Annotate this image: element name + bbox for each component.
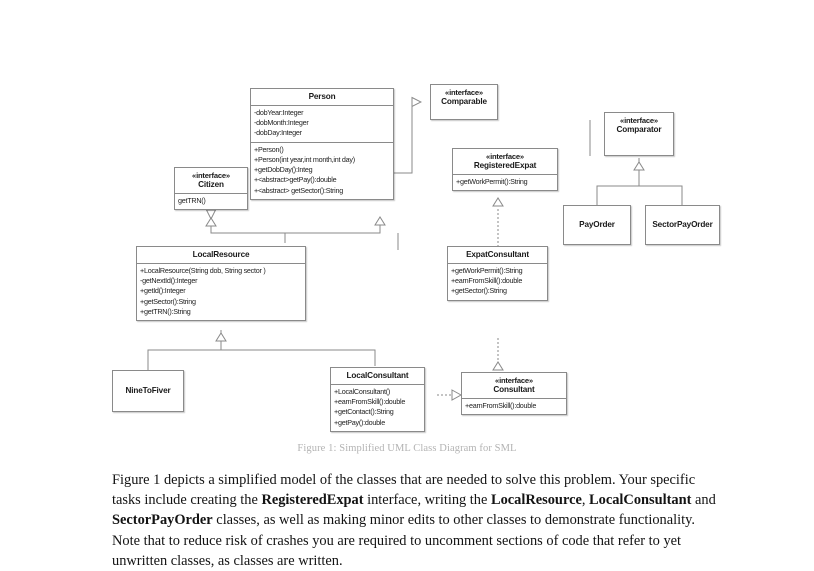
stereotype-label: «interface» xyxy=(445,88,483,97)
class-member: +getTRN():String xyxy=(140,306,191,316)
class-member: +getWorkPermit():String xyxy=(451,266,523,275)
class-title-citizen: «interface» Citizen xyxy=(175,168,247,193)
stereotype-label: «interface» xyxy=(192,171,230,180)
class-member: +earnFromSkill():double xyxy=(465,401,537,411)
class-title-registeredexpat: «interface» RegisteredExpat xyxy=(453,149,557,174)
class-member: +getId():Integer xyxy=(140,286,186,296)
uml-interface-consultant[interactable]: «interface» Consultant +earnFromSkill():… xyxy=(461,372,567,416)
class-title-localconsultant: LocalConsultant xyxy=(346,371,409,380)
class-title-ninetofiver: NineToFiver xyxy=(125,386,171,395)
class-title-consultant: «interface» Consultant xyxy=(462,373,566,398)
uml-class-expatconsultant[interactable]: ExpatConsultant +getWorkPermit():String … xyxy=(447,246,548,301)
uml-class-person[interactable]: Person -dobYear:Integer -dobMonth:Intege… xyxy=(250,88,394,200)
stereotype-label: «interface» xyxy=(620,116,658,125)
stereotype-label: «interface» xyxy=(495,376,533,385)
class-member: +earnFromSkill():double xyxy=(334,397,406,407)
methods-compartment-citizen: getTRN() xyxy=(175,193,247,209)
uml-interface-comparable[interactable]: «interface» Comparable xyxy=(430,84,498,120)
class-title-payorder: PayOrder xyxy=(579,220,615,229)
interface-name: RegisteredExpat xyxy=(473,161,537,171)
class-member: +getSector():String xyxy=(140,296,196,306)
class-member: +<abstract> getSector():String xyxy=(254,185,343,195)
interface-name: Comparator xyxy=(616,125,662,135)
methods-compartment-registeredexpat: +getWorkPermit():String xyxy=(453,174,557,190)
class-member: +LocalConsultant() xyxy=(334,387,391,396)
class-title-comparable: «interface» Comparable xyxy=(431,85,497,110)
methods-compartment-consultant: +earnFromSkill():double xyxy=(462,398,566,414)
class-title-comparator: «interface» Comparator xyxy=(605,113,673,138)
uml-class-sectorpayorder[interactable]: SectorPayOrder xyxy=(645,205,720,245)
class-member: -dobDay:Integer xyxy=(254,128,302,138)
class-member: +getPay():double xyxy=(334,417,385,427)
figure-caption: Figure 1: Simplified UML Class Diagram f… xyxy=(297,443,517,454)
attributes-compartment-person: -dobYear:Integer -dobMonth:Integer -dobD… xyxy=(251,105,393,142)
class-member: +getContact():String xyxy=(334,407,394,417)
class-member: -dobMonth:Integer xyxy=(254,118,309,128)
interface-name: Citizen xyxy=(198,180,224,190)
class-member: -dobYear:Integer xyxy=(254,108,304,117)
stereotype-label: «interface» xyxy=(486,152,524,161)
uml-interface-citizen[interactable]: «interface» Citizen getTRN() xyxy=(174,167,248,211)
class-member: -getNextId():Integer xyxy=(140,276,198,286)
methods-compartment-localconsultant: +LocalConsultant() +earnFromSkill():doub… xyxy=(331,384,424,431)
class-member: +earnFromSkill():double xyxy=(451,276,523,286)
methods-compartment-expatconsultant: +getWorkPermit():String +earnFromSkill()… xyxy=(448,263,547,300)
class-member: getTRN() xyxy=(178,196,206,206)
interface-name: Comparable xyxy=(441,97,487,107)
uml-class-ninetofiver[interactable]: NineToFiver xyxy=(112,370,184,412)
class-member: +getSector():String xyxy=(451,286,507,296)
class-title-expatconsultant: ExpatConsultant xyxy=(466,250,529,259)
class-member: +Person() xyxy=(254,144,284,154)
diagram-connectors xyxy=(147,0,683,401)
class-title-person: Person xyxy=(308,92,336,101)
uml-class-localresource[interactable]: LocalResource +LocalResource(String dob,… xyxy=(136,246,306,322)
uml-class-localconsultant[interactable]: LocalConsultant +LocalConsultant() +earn… xyxy=(330,367,425,432)
uml-interface-comparator[interactable]: «interface» Comparator xyxy=(604,112,674,156)
uml-class-payorder[interactable]: PayOrder xyxy=(563,205,631,245)
interface-name: Consultant xyxy=(493,385,535,395)
class-title-sectorpayorder: SectorPayOrder xyxy=(652,220,713,229)
class-member: +LocalResource(String dob, String sector… xyxy=(140,266,266,275)
class-member: +getWorkPermit():String xyxy=(456,177,528,187)
class-member: +Person(int year,int month,int day) xyxy=(254,154,355,164)
uml-class-diagram: Person -dobYear:Integer -dobMonth:Intege… xyxy=(112,0,720,432)
uml-interface-registeredexpat[interactable]: «interface» RegisteredExpat +getWorkPerm… xyxy=(452,148,558,192)
class-member: +getDobDay():Integ xyxy=(254,165,313,175)
methods-compartment-localresource: +LocalResource(String dob, String sector… xyxy=(137,263,305,320)
class-member: +<abstract>getPay():double xyxy=(254,175,337,185)
class-title-localresource: LocalResource xyxy=(192,250,250,259)
body-paragraph: Figure 1 depicts a simplified model of t… xyxy=(112,472,716,569)
methods-compartment-person: +Person() +Person(int year,int month,int… xyxy=(251,141,393,199)
